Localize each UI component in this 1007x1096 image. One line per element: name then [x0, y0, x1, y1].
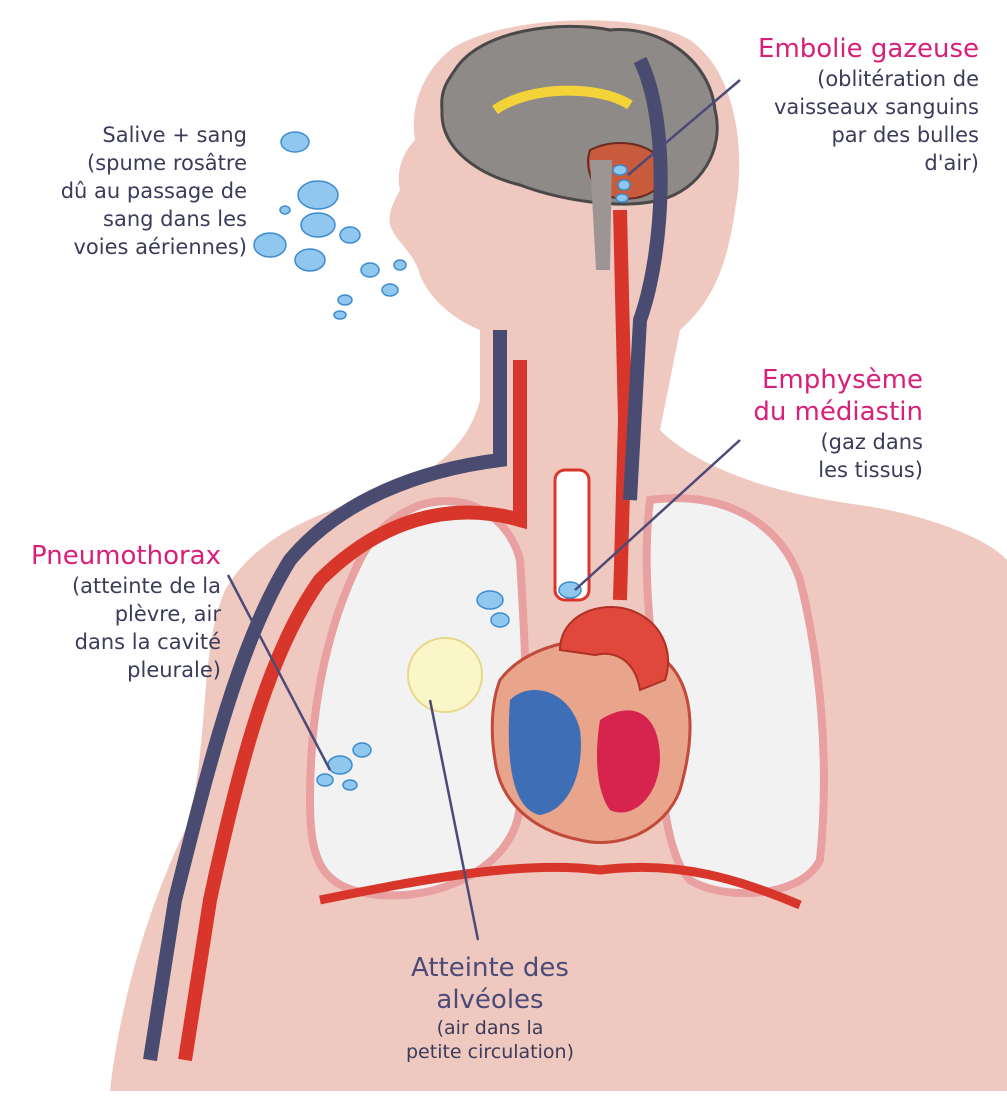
pneumothorax-desc-4: pleurale)	[31, 656, 221, 684]
emphyseme-desc-1: (gaz dans	[753, 428, 923, 456]
salive-desc-3: sang dans les	[61, 205, 247, 233]
salive-title: Salive + sang	[61, 121, 247, 149]
emphyseme-desc-2: les tissus)	[753, 456, 923, 484]
embolie-desc-4: d'air)	[758, 149, 979, 177]
salive-desc-1: (spume rosâtre	[61, 149, 247, 177]
alveoles-title-1: Atteinte des	[360, 952, 620, 984]
label-emphyseme: Emphysème du médiastin (gaz dans les tis…	[753, 364, 923, 484]
alveoles-desc-2: petite circulation)	[360, 1040, 620, 1064]
label-salive: Salive + sang (spume rosâtre dû au passa…	[61, 121, 247, 261]
salive-desc-4: voies aériennes)	[61, 233, 247, 261]
label-alveoles: Atteinte des alvéoles (air dans la petit…	[360, 952, 620, 1064]
bubbles-mouth	[254, 132, 406, 319]
emphyseme-title-2: du médiastin	[753, 396, 923, 428]
salive-desc-2: dû au passage de	[61, 177, 247, 205]
embolie-title: Embolie gazeuse	[758, 33, 979, 65]
pneumothorax-title: Pneumothorax	[31, 540, 221, 572]
emphyseme-title-1: Emphysème	[753, 364, 923, 396]
embolie-desc-2: vaisseaux sanguins	[758, 93, 979, 121]
pneumothorax-desc-2: plèvre, air	[31, 600, 221, 628]
label-pneumothorax: Pneumothorax (atteinte de la plèvre, air…	[31, 540, 221, 684]
alveoles-desc-1: (air dans la	[360, 1016, 620, 1040]
alveolus-zoom	[408, 638, 482, 712]
embolie-desc-1: (oblitération de	[758, 65, 979, 93]
pneumothorax-desc-3: dans la cavité	[31, 628, 221, 656]
label-embolie: Embolie gazeuse (oblitération de vaissea…	[758, 33, 979, 177]
embolie-desc-3: par des bulles	[758, 121, 979, 149]
pneumothorax-desc-1: (atteinte de la	[31, 572, 221, 600]
alveoles-title-2: alvéoles	[360, 984, 620, 1016]
